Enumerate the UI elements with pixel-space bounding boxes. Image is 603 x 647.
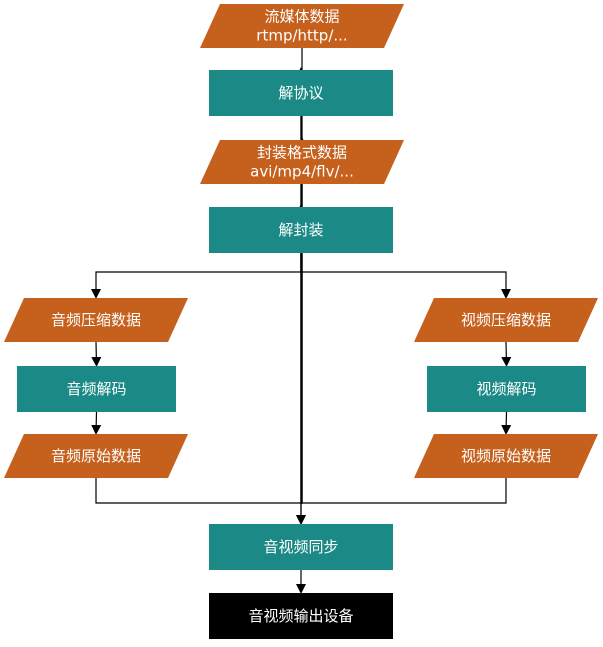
node-label: 音频压缩数据 (51, 311, 141, 329)
data-node-shape (4, 298, 188, 342)
node-label: 封装格式数据 (257, 144, 347, 162)
node-av-output: 音视频输出设备 (209, 593, 393, 639)
process-node-shape (209, 70, 393, 116)
edge-demux-to-audio-compressed (91, 253, 302, 299)
node-label: 视频解码 (476, 380, 536, 398)
node-label: 解封装 (278, 221, 323, 239)
node-audio-raw: 音频原始数据 (4, 434, 188, 478)
edge-audio-decode-to-audio-raw (91, 411, 102, 435)
node-audio-decode: 音频解码 (17, 366, 176, 412)
node-label: rtmp/http/... (256, 27, 347, 45)
node-video-decode: 视频解码 (427, 366, 586, 412)
edge-video-compressed-to-video-decode (501, 341, 512, 367)
node-label: 解协议 (278, 84, 323, 102)
data-node-shape (200, 140, 404, 184)
node-label: 音频原始数据 (51, 447, 141, 465)
edge-demux-to-video-compressed (300, 253, 511, 299)
node-av-sync: 音视频同步 (209, 524, 393, 570)
node-label: 音视频输出设备 (248, 607, 353, 625)
data-node-shape (4, 434, 188, 478)
edge-audio-compressed-to-audio-decode (91, 341, 102, 367)
node-label: 音视频同步 (263, 538, 338, 556)
data-node-shape (414, 298, 598, 342)
node-label: 音频解码 (66, 380, 126, 398)
data-node-shape (414, 434, 598, 478)
process-node-shape (209, 524, 393, 570)
node-label: 视频压缩数据 (461, 311, 551, 329)
node-container-data: 封装格式数据avi/mp4/flv/... (200, 140, 404, 184)
process-node-shape (209, 207, 393, 253)
edge-audio-raw-to-av-sync (95, 478, 306, 525)
node-demux: 解封装 (209, 207, 393, 253)
node-video-compressed: 视频压缩数据 (414, 298, 598, 342)
node-label: avi/mp4/flv/... (250, 163, 354, 181)
node-label: 流媒体数据 (264, 8, 339, 26)
edge-video-raw-to-av-sync (296, 478, 507, 525)
node-video-raw: 视频原始数据 (414, 434, 598, 478)
edges-layer (91, 48, 512, 594)
node-label: 视频原始数据 (461, 447, 551, 465)
process-node-shape (427, 366, 586, 412)
output-node-shape (209, 593, 393, 639)
node-stream-data: 流媒体数据rtmp/http/... (200, 4, 404, 48)
node-deprotocol: 解协议 (209, 70, 393, 116)
edge-video-decode-to-video-raw (501, 411, 512, 435)
process-node-shape (17, 366, 176, 412)
node-audio-compressed: 音频压缩数据 (4, 298, 188, 342)
data-node-shape (200, 4, 404, 48)
